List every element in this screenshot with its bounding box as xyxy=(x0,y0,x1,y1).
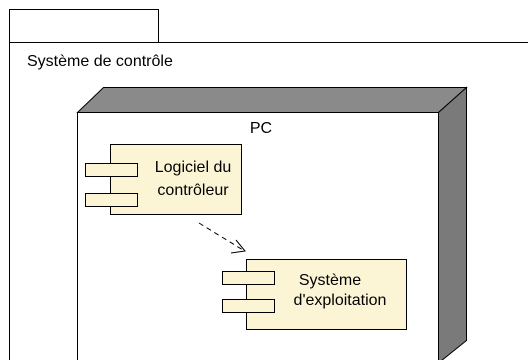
component-label-line2: d'exploitation xyxy=(294,292,387,309)
component-port-top xyxy=(222,271,275,285)
node-pc[interactable]: PC xyxy=(76,86,468,360)
component-controller-software[interactable]: Logiciel du contrôleur xyxy=(85,144,242,215)
component-operating-system[interactable]: Système d'exploitation xyxy=(222,259,407,330)
arrowhead-icon xyxy=(230,239,246,254)
package-tab xyxy=(9,9,159,43)
component-label-line1: Logiciel du xyxy=(155,159,232,176)
node-side-face xyxy=(438,86,467,360)
package-title: Système de contrôle xyxy=(27,53,173,70)
component-label-line1: Système xyxy=(299,272,361,289)
component-port-bottom xyxy=(222,299,275,313)
component-port-top xyxy=(85,163,138,177)
node-title: PC xyxy=(250,120,272,137)
component-label-line2: contrôleur xyxy=(157,182,229,199)
dependency-arrow[interactable] xyxy=(198,222,246,254)
component-port-bottom xyxy=(85,193,138,207)
node-top-face xyxy=(76,87,468,113)
